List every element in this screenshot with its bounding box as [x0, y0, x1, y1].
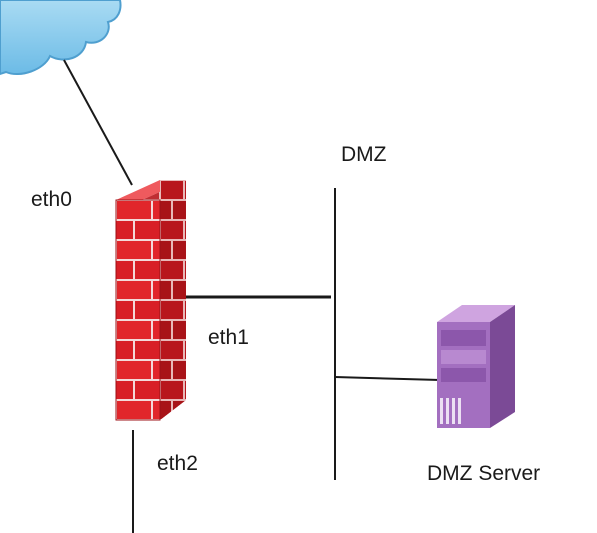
eth0-link-line [63, 59, 133, 186]
server-link-line [334, 376, 441, 381]
dmz-label: DMZ [341, 143, 387, 166]
server-icon [437, 305, 515, 428]
dmz-server-label: DMZ Server [427, 462, 541, 485]
internet-cloud-icon [0, 0, 122, 76]
eth2-label: eth2 [157, 452, 198, 475]
eth1-label: eth1 [208, 326, 249, 349]
firewall-icon [115, 180, 186, 421]
eth0-label: eth0 [31, 188, 72, 211]
